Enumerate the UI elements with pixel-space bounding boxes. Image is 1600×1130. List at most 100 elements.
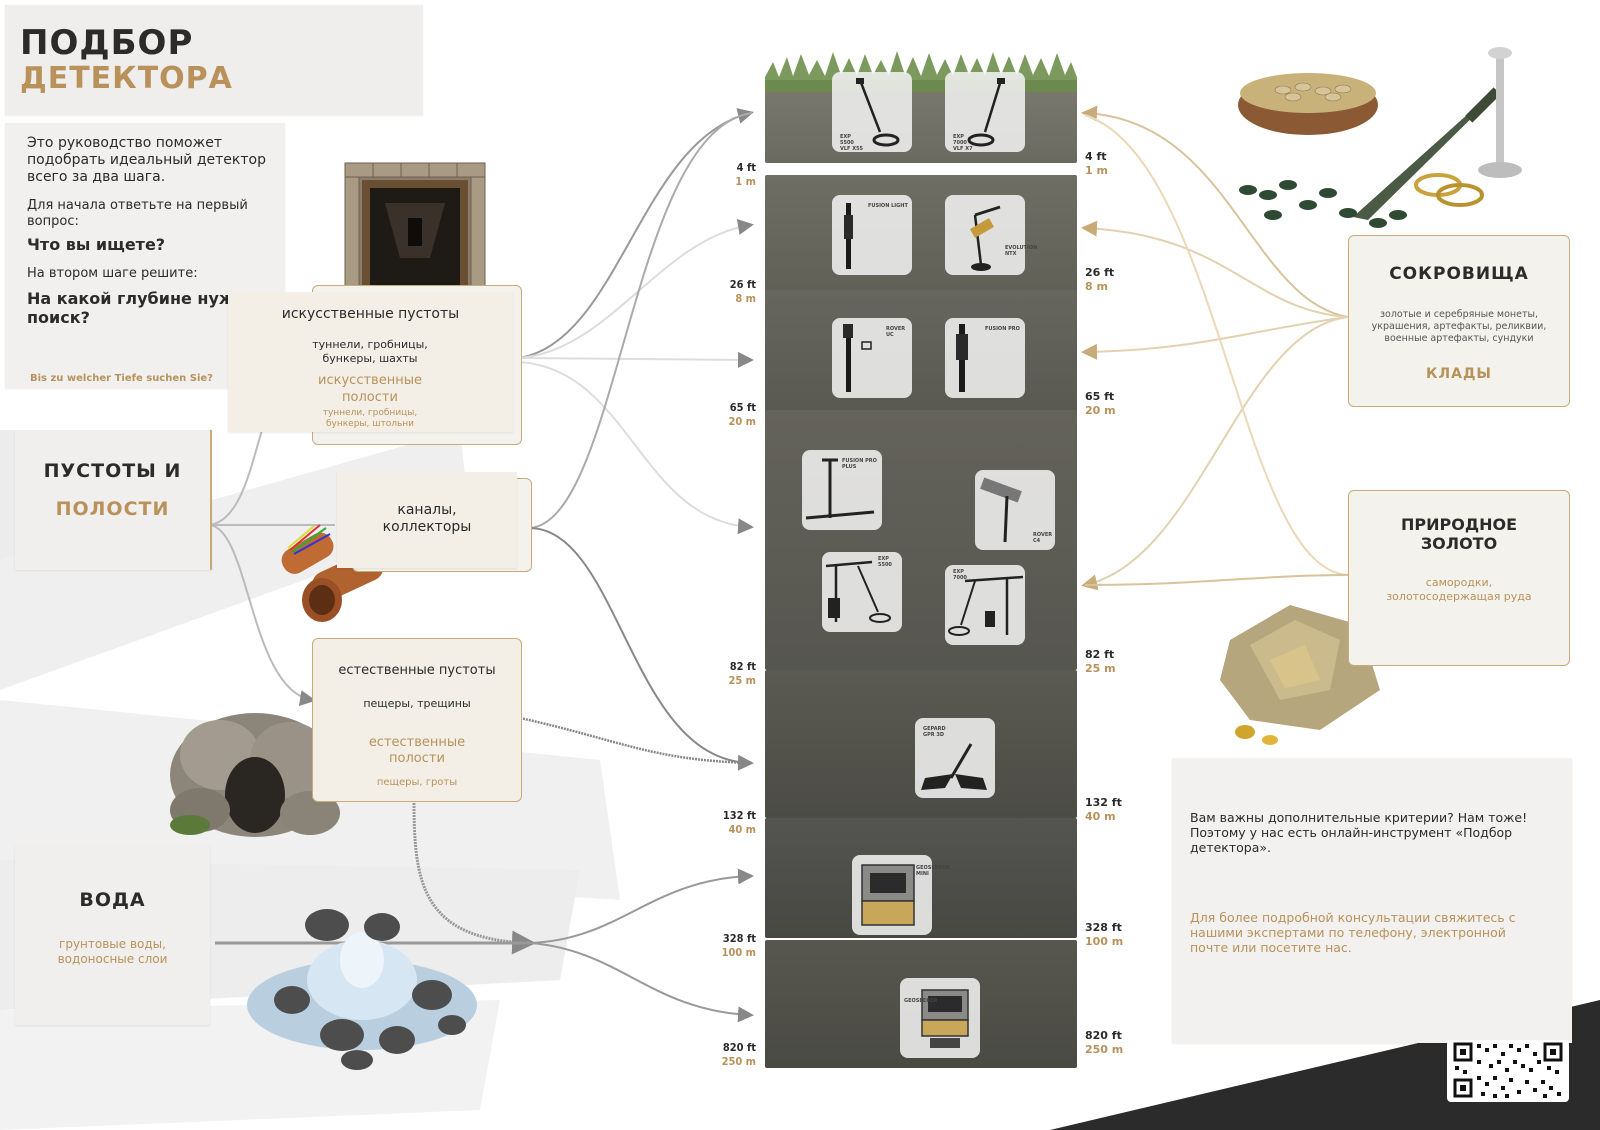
natural-gold-desc: самородки, золотосодержащая руда (1386, 576, 1532, 603)
device-label: GEOSEEKER MINI (916, 865, 949, 877)
device-card[interactable]: FUSION PRO (945, 318, 1025, 398)
intro-q1: Что вы ищете? (27, 235, 166, 254)
device-card[interactable]: ROVER UC (832, 318, 912, 398)
natural-gold-desc: пещеры, гроты (376, 777, 458, 788)
artificial-title: искусственные пустоты (281, 306, 460, 322)
info-p1: Вам важны дополнительные критерии? Нам т… (1190, 810, 1528, 855)
canals-title: каналы, коллекторы (382, 502, 472, 535)
cave-image (170, 713, 340, 837)
device-label: EVOLUTION NTX (1005, 245, 1038, 257)
artificial-desc: туннели, гробницы, бункеры, шахты (312, 338, 428, 365)
device-label: FUSION PRO PLUS (842, 458, 877, 470)
tunnel-image (344, 162, 486, 288)
soil-layer-2 (765, 175, 1077, 300)
water-image (247, 909, 477, 1070)
detector-icon (861, 864, 915, 926)
device-card[interactable]: FUSION LIGHT (832, 195, 912, 275)
device-card[interactable]: EXP 5500 (822, 552, 902, 632)
intro-p2: Для начала ответьте на первый вопрос: (27, 198, 248, 229)
device-label: GEPARD GPR 3D (923, 726, 946, 738)
grass-top (765, 51, 1077, 92)
detector-icon (948, 575, 1024, 636)
intro-p1: Это руководство поможет подобрать идеаль… (27, 135, 266, 185)
canals-card[interactable]: каналы, коллекторы (337, 472, 517, 568)
info-p2: Для более подробной консультации свяжите… (1190, 910, 1516, 955)
detector-icon (980, 477, 1022, 543)
device-card[interactable]: EXP 7000 VLF X7 (945, 72, 1025, 152)
voids-line2: ПОЛОСТИ (55, 498, 170, 520)
natural-gold-title: ПРИРОДНОЕ ЗОЛОТО (1400, 515, 1517, 553)
soil-layer-3 (765, 290, 1077, 415)
detector-icon (825, 560, 891, 623)
info-box: Вам важны дополнительные критерии? Нам т… (1172, 758, 1572, 1043)
treasure-desc: золотые и серебряные монеты, украшения, … (1371, 309, 1547, 344)
intro-q2: На какой глубине нужен поиск? (27, 289, 257, 327)
title-line1: ПОДБОР (20, 23, 194, 63)
detector-icon (843, 324, 872, 392)
device-card[interactable]: GEOSEEKER MINI (852, 855, 949, 935)
device-card[interactable]: GEOSEEKER (900, 978, 980, 1058)
intro-hidden: Bis zu welcher Tiefe suchen Sie? (30, 373, 213, 384)
device-label: EXP 5500 VLF X55 (840, 134, 864, 152)
qr-code[interactable] (1447, 1040, 1569, 1102)
detector-icon (805, 458, 875, 520)
treasure-card[interactable]: СОКРОВИЩА золотые и серебряные монеты, у… (1348, 235, 1570, 407)
gold-nugget-image (1220, 605, 1380, 745)
device-label: EXP 5500 (878, 556, 892, 568)
device-label: GEOSEEKER (904, 998, 938, 1004)
title-line2: ДЕТЕКТОРА (20, 61, 233, 96)
water-box[interactable]: ВОДА грунтовые воды, водоносные слои (15, 845, 210, 1025)
artificial-voids-inner[interactable]: искусственные пустоты туннели, гробницы,… (228, 292, 513, 432)
voids-box[interactable]: ПУСТОТЫ И ПОЛОСТИ (15, 430, 212, 570)
detector-icon (956, 324, 968, 392)
device-label: FUSION PRO (985, 326, 1020, 332)
pipes-image (281, 524, 384, 622)
device-card[interactable]: EXP 5500 VLF X55 (832, 72, 912, 152)
detector-icon (856, 78, 900, 147)
water-desc: грунтовые воды, водоносные слои (57, 937, 168, 966)
soil-layer-1 (765, 78, 1077, 163)
treasure-title: СОКРОВИЩА (1389, 264, 1529, 284)
natural-voids-card[interactable]: естественные пустоты пещеры, трещины ест… (312, 638, 522, 802)
natural-title: естественные пустоты (338, 663, 496, 678)
natural-gold-card[interactable]: ПРИРОДНОЕ ЗОЛОТО самородки, золотосодерж… (1348, 490, 1570, 666)
device-card[interactable]: EVOLUTION NTX (945, 195, 1038, 275)
device-label: ROVER C4 (1033, 532, 1053, 544)
intro-p3: На втором шаге решите: (27, 266, 198, 281)
device-card[interactable]: GEPARD GPR 3D (915, 718, 995, 798)
treasure-image (1238, 47, 1522, 228)
device-label: ROVER UC (886, 326, 906, 338)
device-card[interactable]: ROVER C4 (975, 470, 1055, 550)
qr-code-icon (1453, 1042, 1563, 1098)
intro-block: Это руководство поможет подобрать идеаль… (5, 123, 285, 388)
device-card[interactable]: FUSION PRO PLUS (802, 450, 882, 530)
title-block: ПОДБОР ДЕТЕКТОРА (5, 5, 423, 115)
artificial-gold-title: искусственные полости (318, 373, 422, 405)
device-label: EXP 7000 (953, 569, 967, 581)
natural-desc: пещеры, трещины (363, 697, 471, 710)
detector-icon (921, 743, 987, 790)
detector-icon (921, 989, 969, 1048)
water-title: ВОДА (79, 889, 146, 911)
voids-line1: ПУСТОТЫ И (43, 460, 182, 482)
natural-gold-title: естественные полости (368, 735, 466, 766)
device-label: EXP 7000 VLF X7 (953, 134, 973, 152)
device-card[interactable]: EXP 7000 (945, 565, 1025, 645)
device-label: FUSION LIGHT (868, 203, 908, 209)
detector-icon (967, 78, 1005, 147)
detector-icon (844, 203, 853, 269)
